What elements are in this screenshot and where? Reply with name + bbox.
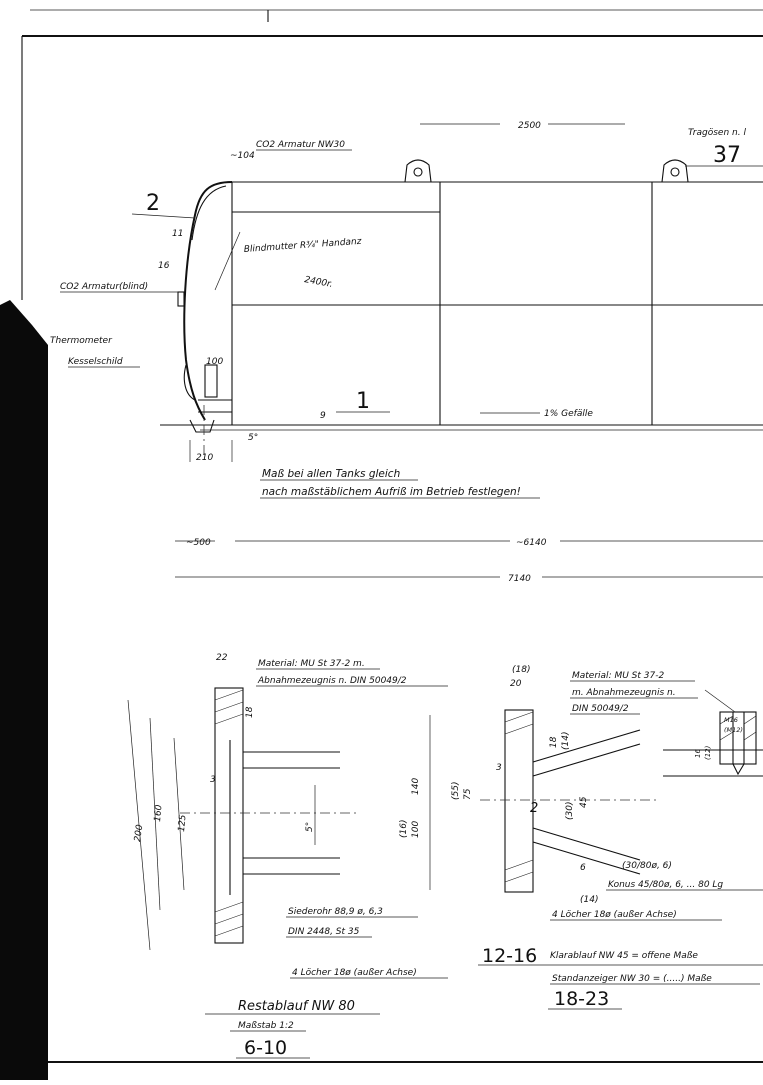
top-view-dimensions [175, 123, 763, 578]
detail-left-dim-16: (16) [399, 820, 409, 838]
detail-right-dim-14: (14) [561, 732, 571, 750]
part-number-37: 37 [713, 143, 741, 168]
detail-right-material-3: DIN 50049/2 [572, 704, 629, 714]
label-co2-armatur: CO2 Armatur NW30 [256, 140, 345, 150]
detail-klarablauf-flange [480, 689, 763, 893]
dim-2400: 2400r. [303, 275, 333, 290]
detail-right-dim-2: 2 [530, 801, 538, 816]
detail-right-dim-3: 3 [496, 763, 502, 773]
detail-right-material-1: Material: MU St 37-2 [572, 671, 664, 681]
note-line-2: nach maßstäblichem Aufriß im Betrieb fes… [262, 486, 521, 498]
detail-left-dim-140: 140 [411, 778, 421, 795]
dim-16: 16 [158, 261, 170, 271]
detail-left-holes: 4 Löcher 18ø (außer Achse) [292, 968, 417, 978]
dim-104: ~104 [230, 151, 255, 161]
detail-right-holes: 4 Löcher 18ø (außer Achse) [552, 910, 677, 920]
dim-9: 9 [320, 411, 326, 421]
scan-shadow-edge [0, 300, 48, 1080]
part-range-18-23: 18-23 [554, 988, 609, 1010]
dim-2500: 2500 [518, 121, 541, 131]
detail-right-dim-18-paren: (18) [512, 665, 530, 675]
detail-right-holes-14: (14) [580, 895, 598, 905]
detail-left-dim-200: 200 [133, 824, 145, 843]
detail-left-dim-75: 75 [463, 788, 473, 800]
detail-right-dim-12: (12) [704, 745, 712, 760]
detail-left-dim-5-degree: 5° [305, 822, 315, 832]
dim-210: 210 [196, 453, 213, 463]
detail-left-dim-100: 100 [411, 821, 421, 838]
detail-left-dim-22: 22 [216, 653, 228, 663]
tank-side-view [160, 159, 763, 462]
detail-right-dim-18: 18 [549, 736, 559, 748]
detail-right-konus-2: Konus 45/80ø, 6, ... 80 Lg [608, 880, 723, 890]
detail-right-dim-30: (30) [565, 802, 575, 820]
detail-left-dim-18: 18 [245, 706, 255, 718]
label-blindmutter: Blindmutter R¾" Handanz [244, 237, 363, 255]
label-thermometer: Thermometer [50, 336, 113, 346]
detail-right-dim-20: 20 [510, 679, 522, 689]
part-number-1: 1 [356, 389, 370, 414]
detail-right-klarablauf: Klarablauf NW 45 = offene Maße [550, 951, 698, 961]
detail-right-dim-45: 45 [579, 796, 589, 808]
part-range-12-16: 12-16 [482, 945, 537, 967]
detail-right-konus-1: (30/80ø, 6) [622, 861, 672, 871]
detail-left-scale: Maßstab 1:2 [238, 1021, 294, 1031]
dim-6140: ~6140 [516, 538, 547, 548]
label-gefaelle: 1% Gefälle [544, 409, 593, 419]
dim-100: 100 [206, 357, 223, 367]
dim-500: ~500 [186, 538, 211, 548]
detail-right-dim-6: 6 [580, 863, 586, 873]
part-range-6-10: 6-10 [244, 1037, 287, 1059]
detail-left-dim-55: (55) [451, 782, 461, 800]
detail-right-m12: (M12) [724, 726, 743, 734]
note-line-1: Maß bei allen Tanks gleich [262, 468, 400, 480]
detail-right-dim-16: 16 [694, 749, 702, 758]
dim-7140: 7140 [508, 574, 531, 584]
detail-right-standanzeiger: Standanzeiger NW 30 = (.....) Maße [552, 974, 712, 984]
detail-left-pipe-1: Siederohr 88,9 ø, 6,3 [288, 907, 383, 917]
dim-5-degree: 5° [248, 433, 258, 443]
detail-right-material-2: m. Abnahmezeugnis n. [572, 688, 676, 698]
dim-11: 11 [172, 229, 183, 239]
label-co2-blind: CO2 Armatur(blind) [60, 282, 148, 292]
detail-left-material-2: Abnahmezeugnis n. DIN 50049/2 [257, 676, 407, 686]
detail-left-dim-125: 125 [177, 814, 188, 832]
detail-restablauf-flange [127, 687, 431, 951]
detail-left-dim-3: 3 [210, 775, 216, 785]
detail-left-dim-160: 160 [153, 804, 164, 822]
detail-left-title: Restablauf NW 80 [238, 999, 355, 1014]
label-tragoesen: Tragösen n. l [688, 128, 746, 138]
part-number-2: 2 [146, 191, 160, 216]
label-kesselschild: Kesselschild [68, 357, 123, 367]
detail-left-material-1: Material: MU St 37-2 m. [258, 659, 365, 669]
detail-left-pipe-2: DIN 2448, St 35 [288, 927, 360, 937]
detail-right-m16: M16 [724, 716, 738, 724]
